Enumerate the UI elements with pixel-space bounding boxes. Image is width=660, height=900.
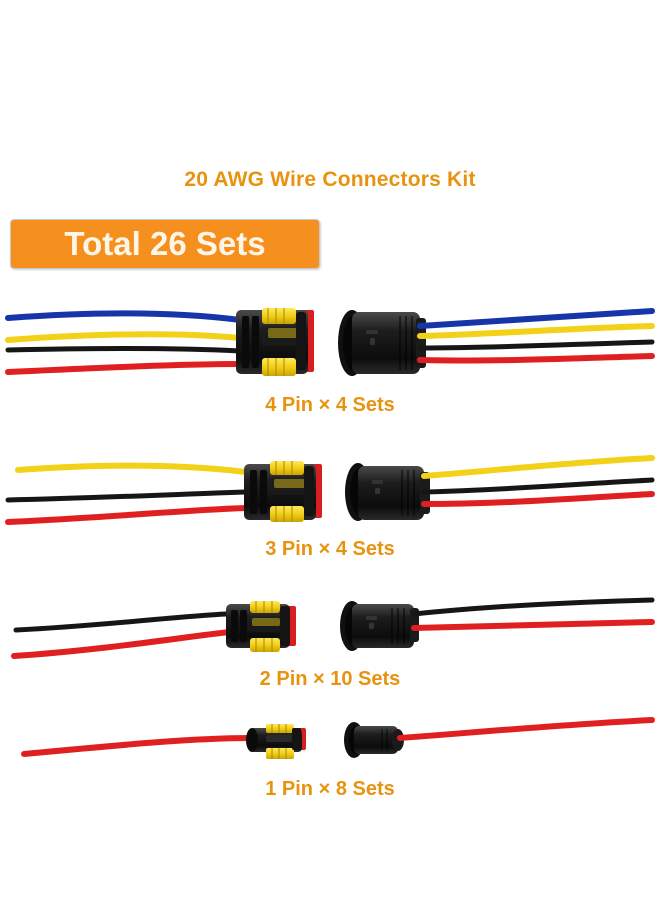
connector-row-4pin: 4 Pin × 4 Sets — [0, 296, 660, 416]
total-sets-badge: Total 26 Sets — [10, 219, 320, 269]
male-2pin-wires — [411, 597, 655, 631]
female-1pin-connector — [246, 724, 306, 759]
page-title: 20 AWG Wire Connectors Kit — [184, 168, 476, 191]
male-1pin-wires — [397, 717, 655, 741]
male-1pin-connector — [344, 722, 404, 758]
female-2pin-connector — [226, 601, 296, 652]
connector-row-1pin: 1 Pin × 8 Sets — [0, 712, 660, 800]
connector-row-3pin-caption: 3 Pin × 4 Sets — [265, 538, 395, 560]
male-3pin-connector — [345, 463, 430, 521]
connector-row-2pin: 2 Pin × 10 Sets — [0, 592, 660, 690]
female-4pin-connector — [236, 308, 314, 376]
male-4pin-wires — [417, 308, 655, 364]
connector-row-3pin: 3 Pin × 4 Sets — [0, 448, 660, 560]
female-1pin-wires — [21, 735, 253, 757]
connector-row-2pin-caption: 2 Pin × 10 Sets — [259, 668, 401, 690]
total-sets-badge-label: Total 26 Sets — [64, 225, 266, 262]
female-3pin-wires — [5, 462, 249, 525]
connector-row-4pin-caption: 4 Pin × 4 Sets — [265, 394, 395, 416]
female-2pin-wires — [11, 611, 233, 659]
connector-row-1pin-image — [0, 712, 660, 774]
connector-row-2pin-image — [0, 592, 660, 664]
male-2pin-connector — [340, 601, 419, 651]
connector-row-1pin-caption: 1 Pin × 8 Sets — [265, 778, 395, 800]
female-4pin-wires — [5, 310, 243, 375]
connector-row-3pin-image — [0, 448, 660, 534]
female-3pin-connector — [244, 461, 322, 522]
male-3pin-wires — [421, 455, 655, 507]
male-4pin-connector — [338, 310, 426, 376]
connector-row-4pin-image — [0, 296, 660, 390]
